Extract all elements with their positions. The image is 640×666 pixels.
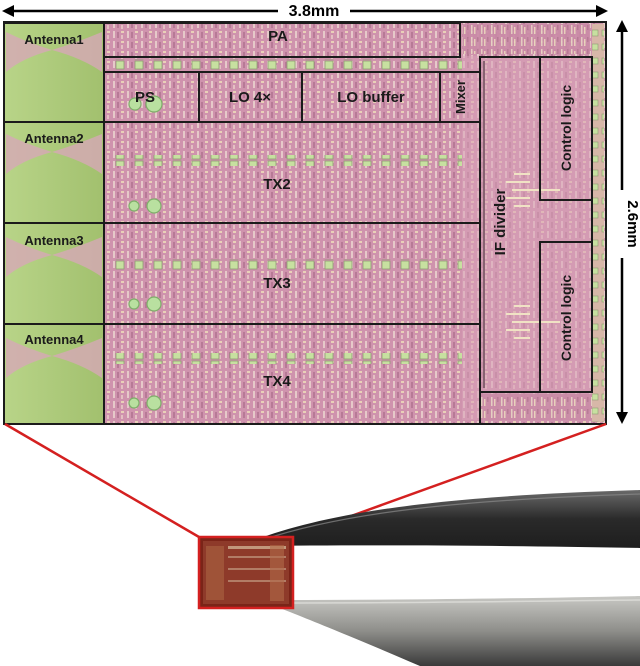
lo-buffer-label: LO buffer [337, 89, 405, 106]
control-logic-bottom-label: Control logic [558, 275, 574, 362]
width-label: 3.8mm [289, 3, 340, 20]
pad-row-lo [110, 59, 462, 70]
lo4x-label: LO 4× [229, 89, 271, 106]
tweezers-photo [255, 490, 640, 666]
antenna-patches [6, 32, 102, 378]
antenna3-label: Antenna3 [24, 233, 83, 248]
ps-label: PS [135, 89, 155, 106]
antenna1-label: Antenna1 [24, 32, 83, 47]
tx3-label: TX3 [263, 275, 291, 292]
height-dimension: 2.6mm [612, 20, 640, 424]
pad-row-tx3 [112, 259, 462, 270]
chip-die: Antenna1 Antenna2 Antenna3 Antenna4 PA P… [3, 21, 607, 425]
pad-row-tx4 [112, 353, 462, 364]
if-divider-label: IF divider [492, 189, 509, 256]
chip-photo [197, 535, 295, 610]
edge-pads-top [462, 24, 590, 54]
edge-pads-right [592, 24, 604, 422]
height-label: 2.6mm [624, 200, 640, 248]
tweezer-lower-arm [280, 596, 640, 666]
antenna4-label: Antenna4 [24, 332, 84, 347]
if-divider-block [479, 56, 593, 393]
control-logic-top-label: Control logic [558, 85, 574, 172]
tweezer-upper-arm [255, 490, 640, 548]
tx4-label: TX4 [263, 373, 291, 390]
tx2-label: TX2 [263, 176, 291, 193]
if-structures [506, 173, 560, 339]
pad-row-tx2 [112, 155, 462, 166]
inductor-circles [128, 95, 163, 411]
control-logic-bottom-block [539, 241, 593, 393]
zoom-box [197, 535, 295, 610]
width-dimension: 3.8mm [2, 1, 608, 20]
mixer-label: Mixer [453, 80, 468, 114]
control-logic-top-block [539, 56, 593, 201]
antenna2-label: Antenna2 [24, 131, 83, 146]
pa-label: PA [268, 28, 288, 45]
